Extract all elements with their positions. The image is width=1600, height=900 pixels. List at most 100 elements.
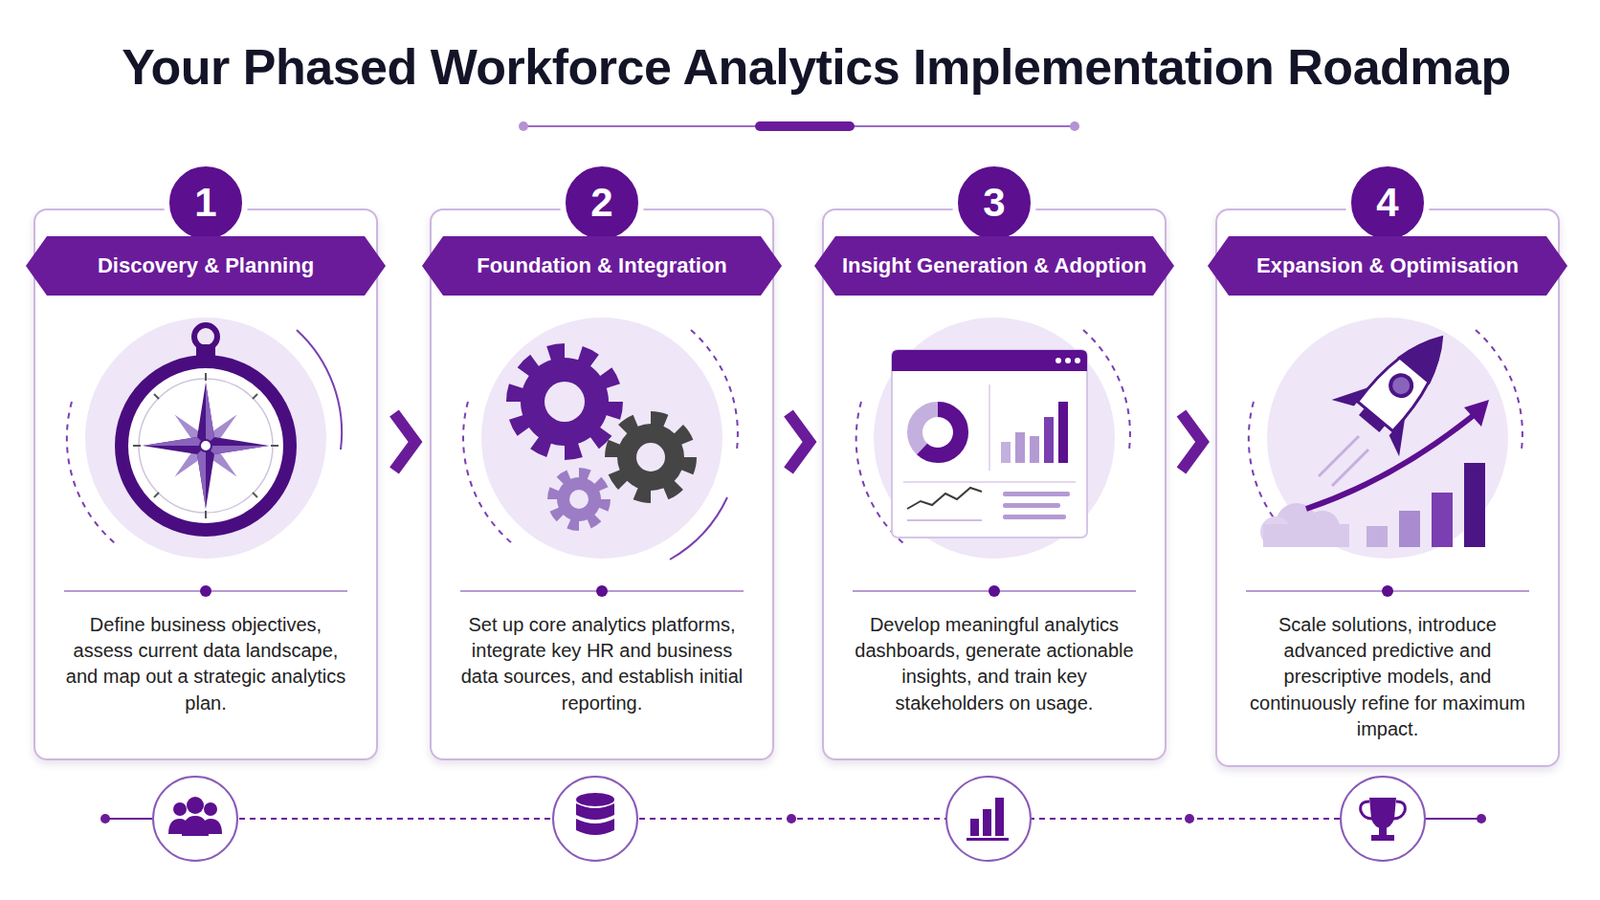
illustration-shape xyxy=(1044,417,1054,464)
illustration-shape xyxy=(133,444,141,447)
illustration-shape xyxy=(1263,524,1350,548)
card-divider xyxy=(1245,590,1530,593)
illustration-shape xyxy=(1358,407,1386,433)
illustration-shape xyxy=(966,838,1009,842)
illustration-shape xyxy=(891,350,1088,538)
illustration-shape xyxy=(204,511,207,519)
illustration-shape xyxy=(1083,330,1131,450)
illustration-shape xyxy=(100,814,111,824)
illustration-shape xyxy=(1393,801,1405,820)
illustration-shape xyxy=(1181,413,1203,471)
phase-description: Define business objectives, assess curre… xyxy=(58,612,354,717)
illustration-shape xyxy=(970,819,979,837)
illustration-shape xyxy=(995,798,1004,837)
phase-banner: Expansion & Optimisation xyxy=(1207,236,1568,296)
illustration-shape xyxy=(1055,357,1062,364)
illustration-shape xyxy=(154,492,159,498)
illustration-shape xyxy=(569,489,589,510)
card-divider xyxy=(64,590,348,593)
illustration-shape xyxy=(966,798,1009,842)
step-number: 2 xyxy=(559,160,645,245)
illustration-shape xyxy=(85,317,327,559)
illustration-shape xyxy=(520,357,609,446)
illustration-shape xyxy=(617,423,685,491)
illustration-shape xyxy=(186,797,204,815)
illustration-shape xyxy=(786,814,797,824)
phase-heading: Insight Generation & Adoption xyxy=(842,253,1147,279)
illustration-shape xyxy=(907,519,982,522)
gears-illustration xyxy=(463,317,738,560)
divider-dot xyxy=(596,585,608,598)
illustration-shape xyxy=(982,809,992,837)
title-divider xyxy=(518,121,1080,132)
illustration-shape xyxy=(203,802,218,817)
illustration-shape xyxy=(1431,492,1453,548)
illustration-shape xyxy=(514,352,615,452)
illustration-shape xyxy=(1074,357,1081,364)
illustration-shape xyxy=(514,352,615,452)
illustration-shape xyxy=(1399,511,1421,548)
illustration-shape xyxy=(1015,432,1025,464)
illustration-shape xyxy=(143,383,268,509)
illustration-shape xyxy=(142,437,206,446)
illustration-shape xyxy=(205,382,215,446)
illustration-shape xyxy=(205,445,269,455)
illustration-shape xyxy=(66,401,115,544)
compass-illustration xyxy=(66,317,342,559)
illustration-shape xyxy=(200,440,212,452)
illustration-shape xyxy=(556,477,601,522)
illustration-shape xyxy=(669,497,728,560)
illustration-shape xyxy=(197,445,206,510)
illustration-shape xyxy=(1464,400,1489,427)
timeline xyxy=(100,777,1487,862)
illustration-shape xyxy=(1464,463,1486,548)
illustration-shape xyxy=(1425,818,1482,821)
illustration-shape xyxy=(1266,317,1509,559)
illustration-shape xyxy=(142,382,269,510)
illustration-shape xyxy=(154,394,159,400)
illustration-shape xyxy=(1058,401,1068,464)
phase-chevron xyxy=(377,413,430,471)
divider-dot xyxy=(1381,585,1394,598)
illustration-shape xyxy=(394,413,416,471)
dashboard-illustration xyxy=(856,317,1131,559)
illustration-shape xyxy=(1360,801,1373,820)
illustration-shape xyxy=(1002,514,1067,520)
illustration-shape xyxy=(1184,814,1195,824)
phase-banner: Foundation & Integration xyxy=(422,236,782,296)
illustration-shape xyxy=(1332,449,1369,487)
illustration-shape xyxy=(153,777,238,862)
illustration-shape xyxy=(891,350,1088,372)
illustration-shape xyxy=(788,413,810,471)
illustration-shape xyxy=(1340,777,1425,862)
illustration-shape xyxy=(553,473,605,526)
illustration-shape xyxy=(1371,835,1395,842)
illustration-shape xyxy=(270,444,279,447)
illustration-shape xyxy=(1382,416,1422,457)
illustration-shape xyxy=(1360,798,1406,842)
illustration-shape xyxy=(252,492,258,498)
illustration-shape xyxy=(204,373,207,381)
illustration-shape xyxy=(988,384,991,471)
illustration-shape xyxy=(296,330,342,450)
illustration-shape xyxy=(914,409,961,456)
illustration-shape xyxy=(907,488,982,510)
illustration-shape xyxy=(173,802,187,817)
illustration-shape xyxy=(252,394,258,400)
phase-heading: Expansion & Optimisation xyxy=(1256,253,1519,279)
illustration-shape xyxy=(1069,121,1080,132)
illustration-shape xyxy=(1369,798,1397,829)
illustration-shape xyxy=(576,793,615,836)
phase-banner: Discovery & Planning xyxy=(25,236,386,296)
illustration-shape xyxy=(576,803,615,821)
illustration-shape xyxy=(1029,436,1040,464)
illustration-shape xyxy=(463,401,512,544)
illustration-shape xyxy=(1332,309,1476,457)
illustration-shape xyxy=(181,816,209,837)
phase-heading: Foundation & Integration xyxy=(476,253,728,279)
phase-card: 4Expansion & OptimisationScale solutions… xyxy=(1215,208,1560,768)
illustration-shape xyxy=(690,330,738,450)
illustration-shape xyxy=(121,361,290,531)
